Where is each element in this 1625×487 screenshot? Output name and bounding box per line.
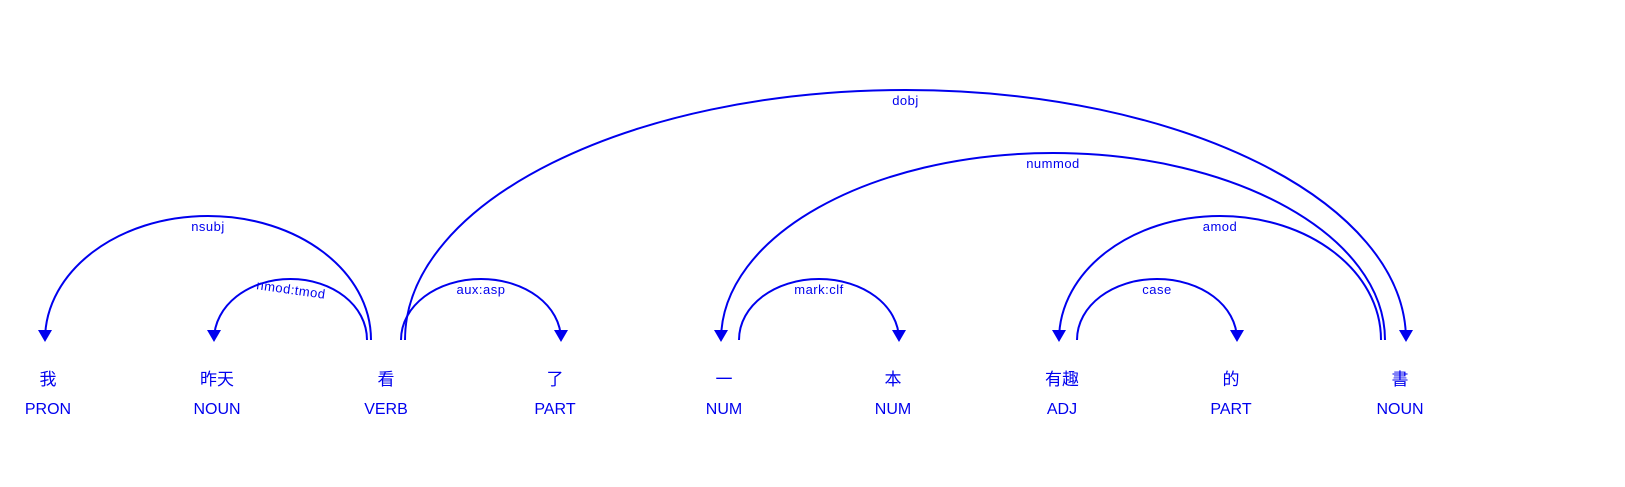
pos-tag: PART: [534, 401, 575, 418]
word-token: 看 VERB: [364, 370, 408, 418]
dependency-arc: mark:clf: [738, 277, 906, 342]
pos-tag: VERB: [364, 401, 408, 418]
pos-tag: NUM: [875, 401, 911, 418]
word-token: 書 NOUN: [1376, 370, 1423, 418]
dependency-arc: nummod: [714, 151, 1386, 342]
word-token: 的 PART: [1210, 370, 1251, 418]
word-text: 昨天: [200, 370, 234, 390]
arc-line: [404, 88, 1407, 341]
arrowhead-icon: [1052, 330, 1066, 342]
word-token: 本 NUM: [875, 370, 911, 418]
arc-label: nsubj: [191, 219, 225, 234]
pos-tag: NOUN: [1376, 401, 1423, 418]
word-text: 一: [716, 370, 733, 390]
arrowhead-icon: [207, 330, 221, 342]
arc-label: amod: [1203, 219, 1238, 234]
arc-label: aux:asp: [456, 282, 505, 297]
pos-tag: ADJ: [1047, 401, 1077, 418]
arc-line: [720, 151, 1386, 341]
arrowhead-icon: [714, 330, 728, 342]
word-tokens: 我 PRON 昨天 NOUN 看 VERB 了 PART 一 NUM 本 NUM 有趣 ADJ 的 PART 書…: [25, 370, 1424, 418]
dependency-arcs: nsubj nmod:tmod aux:asp dobj mark:clf nummod c…: [38, 88, 1413, 342]
dependency-arc: aux:asp: [400, 277, 568, 342]
dependency-arc: nmod:tmod: [207, 277, 368, 342]
arrowhead-icon: [554, 330, 568, 342]
word-text: 書: [1392, 370, 1409, 390]
dependency-arc: amod: [1052, 214, 1382, 342]
pos-tag: NOUN: [193, 401, 240, 418]
word-text: 的: [1223, 370, 1240, 390]
arc-label: case: [1142, 282, 1171, 297]
word-token: 一 NUM: [706, 370, 742, 418]
word-text: 本: [885, 370, 902, 390]
arc-label: mark:clf: [794, 282, 844, 297]
arrowhead-icon: [892, 330, 906, 342]
arc-label: dobj: [892, 93, 919, 108]
word-token: 昨天 NOUN: [193, 370, 240, 418]
pos-tag: PRON: [25, 401, 71, 418]
word-token: 了 PART: [534, 370, 575, 418]
dependency-arc: nsubj: [38, 214, 372, 342]
arc-line: [44, 214, 372, 341]
word-token: 我 PRON: [25, 370, 71, 418]
arrowhead-icon: [1399, 330, 1413, 342]
arc-line: [1058, 214, 1382, 341]
word-token: 有趣 ADJ: [1045, 370, 1079, 418]
arc-label: nummod: [1026, 156, 1080, 171]
word-text: 我: [40, 370, 57, 390]
arrowhead-icon: [1230, 330, 1244, 342]
arc-line: [738, 277, 900, 341]
dependency-arc: dobj: [404, 88, 1413, 342]
word-text: 看: [378, 370, 395, 390]
dependency-arc: case: [1076, 277, 1244, 342]
arc-line: [400, 277, 562, 341]
pos-tag: NUM: [706, 401, 742, 418]
word-text: 有趣: [1045, 370, 1079, 390]
word-text: 了: [547, 370, 564, 390]
pos-tag: PART: [1210, 401, 1251, 418]
arc-line: [213, 277, 368, 341]
arc-line: [1076, 277, 1238, 341]
arrowhead-icon: [38, 330, 52, 342]
arc-label: nmod:tmod: [256, 277, 327, 302]
